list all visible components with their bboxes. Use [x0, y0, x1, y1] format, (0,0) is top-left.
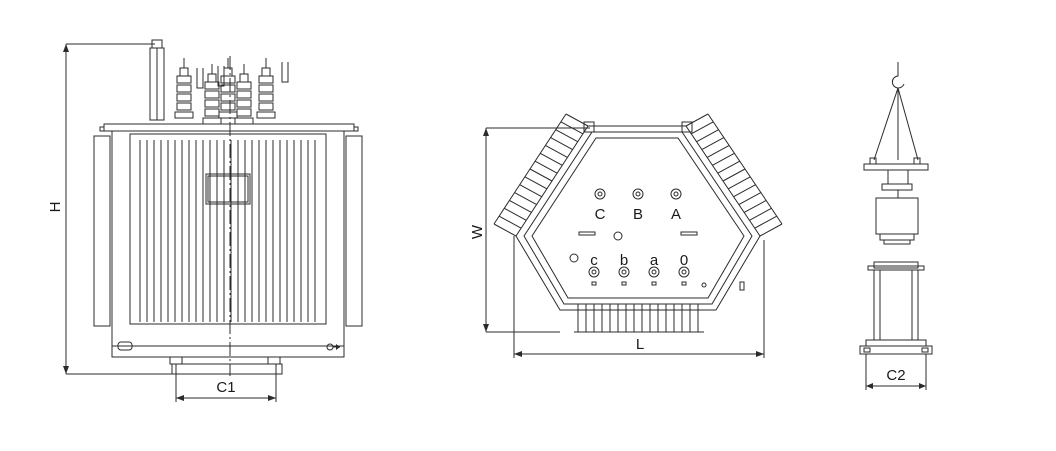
centre-distance-label: C1: [216, 379, 235, 396]
radiator-fin: [565, 113, 589, 127]
radiator-fin: [754, 215, 777, 229]
radiator-fin: [685, 113, 709, 127]
width-label: W: [469, 224, 486, 239]
diagonal-radiators: [493, 113, 783, 237]
top-cover-plate: [863, 163, 929, 171]
bushing-lead: [281, 62, 289, 83]
radiator-fin: [712, 152, 735, 166]
radiator-fin: [498, 215, 522, 229]
gauge-dimension: C2: [865, 354, 927, 390]
bottom-radiator: [577, 304, 699, 332]
gauge-label: C2: [886, 367, 905, 384]
hv-terminal-label: C: [595, 206, 606, 223]
radiator-fin: [717, 160, 740, 174]
radiator-fin: [759, 223, 783, 237]
radiator-fin: [550, 137, 573, 151]
right-radiator: [345, 135, 363, 327]
nameplate: [205, 173, 251, 205]
lv-terminal-label: b: [620, 252, 628, 269]
left-radiator: [93, 135, 111, 327]
tank-body: [111, 130, 345, 358]
front-view: H: [47, 39, 363, 402]
centre-distance-dimension: C1: [175, 364, 277, 402]
radiator-fin: [738, 192, 762, 206]
radiator-fin: [529, 168, 553, 182]
radiator-fin: [519, 184, 542, 198]
length-dimension: L: [513, 236, 765, 358]
radiator-fin: [701, 137, 725, 151]
bushing-lead: [217, 66, 225, 87]
radiator-fin: [749, 207, 772, 221]
height-label: H: [47, 202, 64, 213]
radiator-fin: [514, 192, 537, 206]
height-dimension: H: [47, 43, 175, 375]
hv-terminal: C: [594, 188, 606, 223]
lv-terminal: b: [618, 252, 630, 286]
bushing: [174, 58, 194, 119]
hv-terminal: B: [632, 188, 644, 223]
top-view: W C B A c b a 0 L: [469, 113, 783, 358]
hv-terminal-label: B: [633, 206, 643, 223]
radiator-fin: [504, 207, 527, 221]
lv-terminal-label: c: [590, 252, 598, 269]
tank-outline: [515, 125, 761, 311]
lv-terminals: c b a 0: [588, 252, 690, 286]
conservator-pipe: [149, 39, 165, 121]
radiator-fin: [540, 152, 563, 166]
radiator-fin: [509, 199, 532, 213]
length-label: L: [636, 336, 644, 353]
radiator-fin: [534, 160, 558, 174]
radiator-fin: [691, 121, 714, 135]
hv-terminal-label: A: [671, 206, 681, 223]
lifting-hook: [891, 62, 905, 89]
radiator-fin: [728, 176, 751, 190]
tank-cover: [103, 123, 355, 132]
lv-terminal: c: [588, 252, 600, 286]
bushing: [256, 58, 276, 119]
lv-terminal: a: [648, 252, 660, 286]
cooling-fins: [139, 140, 316, 322]
radiator-fin: [555, 129, 578, 143]
lv-terminal-label: a: [650, 252, 659, 269]
bushing: [218, 58, 238, 119]
drain-valve: [117, 341, 133, 351]
bushing: [234, 64, 254, 125]
lower-tank: [873, 269, 919, 341]
radiator-fin: [722, 168, 746, 182]
radiator-fin: [696, 129, 719, 143]
radiator-fin: [545, 144, 568, 158]
bushing-lead: [196, 68, 204, 89]
core-section: [875, 197, 919, 235]
width-dimension: W: [469, 127, 590, 333]
side-view: C2: [859, 62, 933, 390]
radiator-fin: [743, 199, 767, 213]
lv-terminal: 0: [678, 252, 690, 286]
radiator-fin: [493, 223, 517, 237]
hv-terminal: A: [670, 188, 682, 223]
radiator-fin: [560, 121, 584, 135]
radiator-fin: [733, 184, 756, 198]
radiator-fin: [524, 176, 548, 190]
bushings: [174, 58, 289, 125]
lv-terminal-label: 0: [680, 252, 688, 269]
radiator-fin: [706, 144, 730, 158]
base-rails: [859, 345, 933, 355]
